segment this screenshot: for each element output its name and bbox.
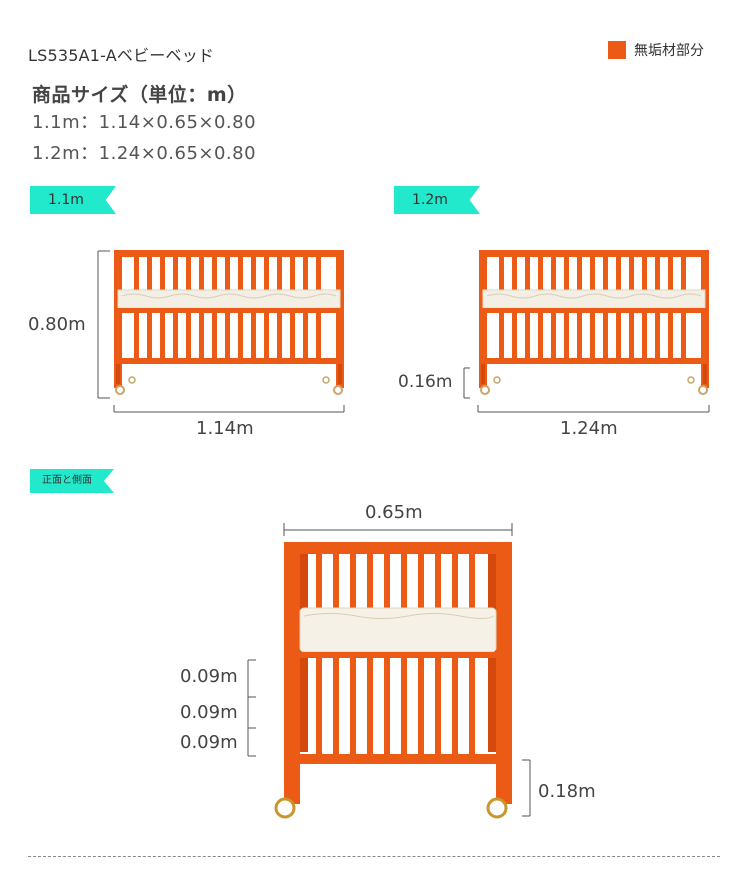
tag-1-2m: 1.2m <box>394 186 480 214</box>
crib-front <box>247 523 531 819</box>
dim-front-width: 0.65m <box>365 502 423 523</box>
size-line-1: 1.1m：1.14×0.65×0.80 <box>32 112 257 133</box>
crib-1-1m <box>113 249 345 395</box>
dim-right-width: 1.24m <box>560 418 618 439</box>
dim-front-leg: 0.18m <box>538 781 596 802</box>
dim-front-gap-3: 0.09m <box>180 732 238 753</box>
dim-front-gap-2: 0.09m <box>180 702 238 723</box>
legend-label: 無垢材部分 <box>634 43 704 59</box>
product-title: LS535A1-Aベビーベッド <box>28 46 215 65</box>
dim-left-width: 1.14m <box>196 418 254 439</box>
size-title: 商品サイズ（単位：m） <box>32 84 247 106</box>
tag-front-side: 正面と側面 <box>30 469 114 493</box>
legend-swatch <box>608 41 626 59</box>
divider <box>28 856 720 857</box>
dim-front-gap-1: 0.09m <box>180 666 238 687</box>
legend: 無垢材部分 <box>608 40 704 60</box>
tag-1-1m: 1.1m <box>30 186 116 214</box>
crib-1-2m <box>478 249 710 395</box>
dim-right-leg: 0.16m <box>398 372 453 392</box>
size-line-2: 1.2m：1.24×0.65×0.80 <box>32 143 257 164</box>
dim-left-height: 0.80m <box>28 314 86 335</box>
